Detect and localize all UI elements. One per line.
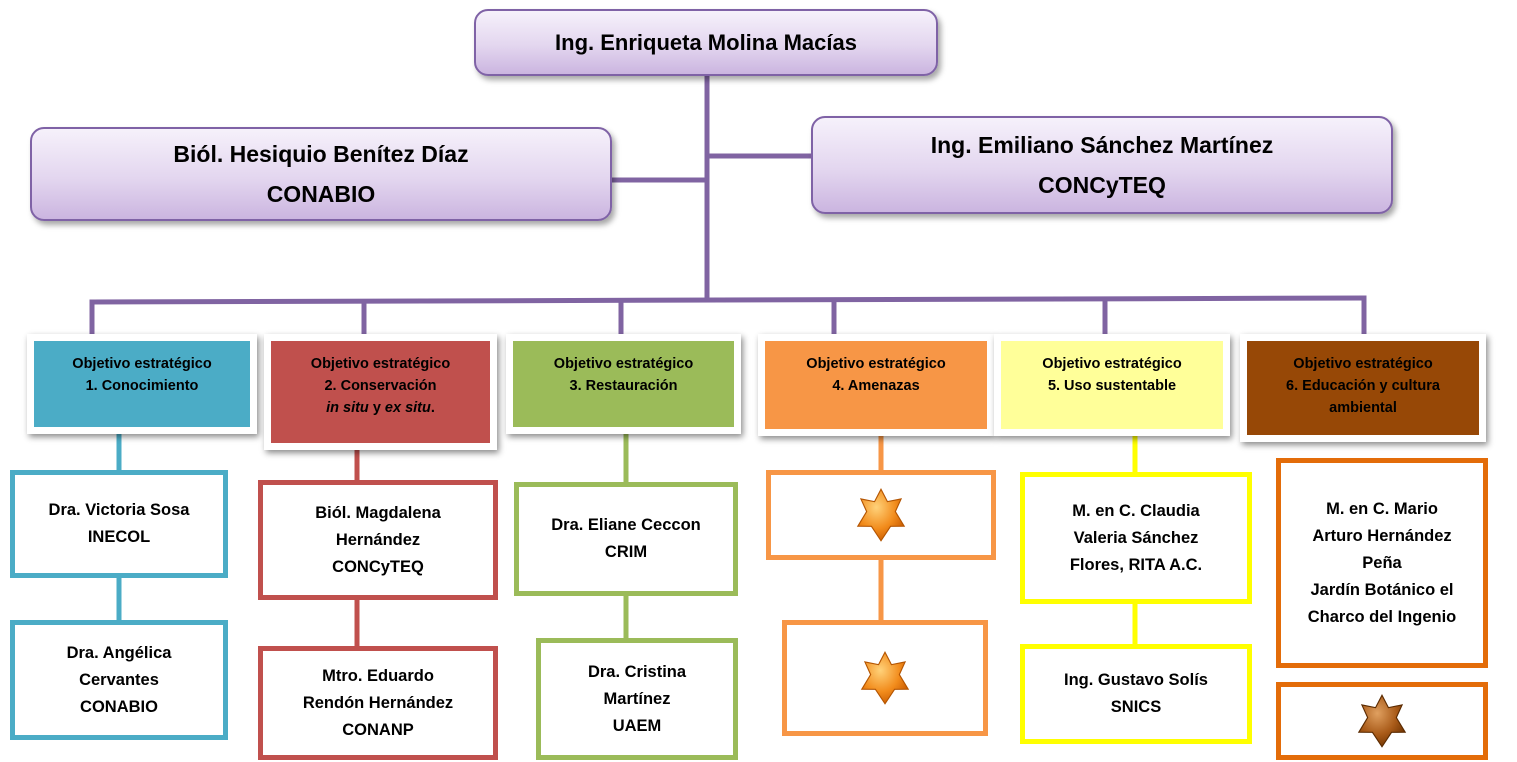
objective-box-5: Objetivo estratégico 5. Uso sustentable — [994, 334, 1230, 436]
objective-2-title: Objetivo estratégico — [310, 356, 451, 372]
advisor-left-name: Biól. Hesiquio Benítez Díaz — [173, 141, 469, 167]
objective-5-title: Objetivo estratégico — [1042, 356, 1182, 372]
member-box-6-2 — [1276, 682, 1488, 760]
member-box-5-1: M. en C. Claudia Valeria Sánchez Flores,… — [1020, 472, 1252, 604]
objective-4-label: 4. Amenazas — [832, 378, 920, 394]
objective-2-label: 2. Conservación — [324, 378, 437, 394]
member-line: Ing. Gustavo Solís — [1064, 671, 1208, 689]
member-line: Dra. Cristina — [587, 662, 687, 681]
member-line: Valeria Sánchez — [1073, 528, 1199, 547]
member-line: M. en C. Claudia — [1072, 501, 1200, 520]
member-line: Martínez — [603, 689, 671, 708]
objective-box-1: Objetivo estratégico 1. Conocimiento — [27, 334, 257, 434]
member-line: Hernández — [335, 530, 421, 549]
member-box-6-1: M. en C. Mario Arturo Hernández Peña Jar… — [1276, 458, 1488, 668]
objective-1-label: 1. Conocimiento — [85, 378, 199, 394]
member-line: UAEM — [612, 716, 662, 735]
advisor-node-left: Biól. Hesiquio Benítez Díaz CONABIO — [30, 127, 612, 221]
member-box-4-1 — [766, 470, 996, 560]
member-box-3-1: Dra. Eliane Ceccon CRIM — [514, 482, 738, 596]
member-line: Peña — [1362, 553, 1402, 572]
objective-6-sublabel: ambiental — [1329, 400, 1397, 416]
objective-5-label: 5. Uso sustentable — [1047, 378, 1177, 394]
objective-3-label: 3. Restauración — [569, 378, 678, 394]
member-line: Rendón Hernández — [302, 693, 454, 712]
member-line: CONCyTEQ — [332, 557, 424, 576]
member-line: INECOL — [87, 528, 151, 546]
member-line: Dra. Victoria Sosa — [48, 501, 190, 519]
star-icon — [856, 488, 906, 542]
member-box-1-2: Dra. Angélica Cervantes CONABIO — [10, 620, 228, 740]
member-box-1-1: Dra. Victoria Sosa INECOL — [10, 470, 228, 578]
member-box-3-2: Dra. Cristina Martínez UAEM — [536, 638, 738, 760]
star-icon — [860, 651, 910, 705]
member-box-2-1: Biól. Magdalena Hernández CONCyTEQ — [258, 480, 498, 600]
objective-box-4: Objetivo estratégico 4. Amenazas — [758, 334, 994, 436]
objective-box-6: Objetivo estratégico 6. Educación y cult… — [1240, 334, 1486, 442]
member-line: Flores, RITA A.C. — [1069, 555, 1203, 574]
member-box-2-2: Mtro. Eduardo Rendón Hernández CONANP — [258, 646, 498, 760]
objective-6-label: 6. Educación y cultura — [1286, 378, 1440, 394]
advisor-node-right: Ing. Emiliano Sánchez Martínez CONCyTEQ — [811, 116, 1393, 214]
advisor-left-org: CONABIO — [266, 181, 376, 207]
objective-box-3: Objetivo estratégico 3. Restauración — [506, 334, 741, 434]
member-line: SNICS — [1110, 698, 1162, 716]
objective-1-title: Objetivo estratégico — [72, 356, 212, 372]
member-line: Mtro. Eduardo — [322, 666, 434, 685]
root-name: Ing. Enriqueta Molina Macías — [555, 29, 857, 55]
objective-2-sublabel: in situ y ex situ. — [326, 400, 435, 416]
advisor-right-name: Ing. Emiliano Sánchez Martínez — [930, 132, 1274, 158]
member-line: Charco del Ingenio — [1307, 607, 1457, 626]
member-line: Dra. Eliane Ceccon — [551, 516, 701, 534]
connector-bus — [89, 295, 1367, 305]
objective-4-title: Objetivo estratégico — [806, 356, 946, 372]
member-line: CONANP — [342, 720, 414, 739]
member-box-4-2 — [782, 620, 988, 736]
root-node: Ing. Enriqueta Molina Macías — [474, 9, 938, 76]
objective-box-2: Objetivo estratégico 2. Conservación in … — [264, 334, 497, 450]
objective-3-title: Objetivo estratégico — [553, 356, 694, 372]
member-box-5-2: Ing. Gustavo Solís SNICS — [1020, 644, 1252, 744]
member-line: Arturo Hernández — [1312, 526, 1452, 545]
member-line: CONABIO — [80, 697, 158, 716]
member-line: Cervantes — [79, 670, 159, 689]
member-line: Dra. Angélica — [66, 643, 172, 662]
advisor-right-org: CONCyTEQ — [1038, 172, 1166, 198]
objective-6-title: Objetivo estratégico — [1293, 356, 1433, 372]
star-icon — [1357, 694, 1407, 748]
member-line: M. en C. Mario — [1326, 499, 1438, 518]
member-line: Jardín Botánico el — [1310, 580, 1454, 599]
member-line: Biól. Magdalena — [315, 503, 441, 522]
member-line: CRIM — [604, 543, 648, 561]
